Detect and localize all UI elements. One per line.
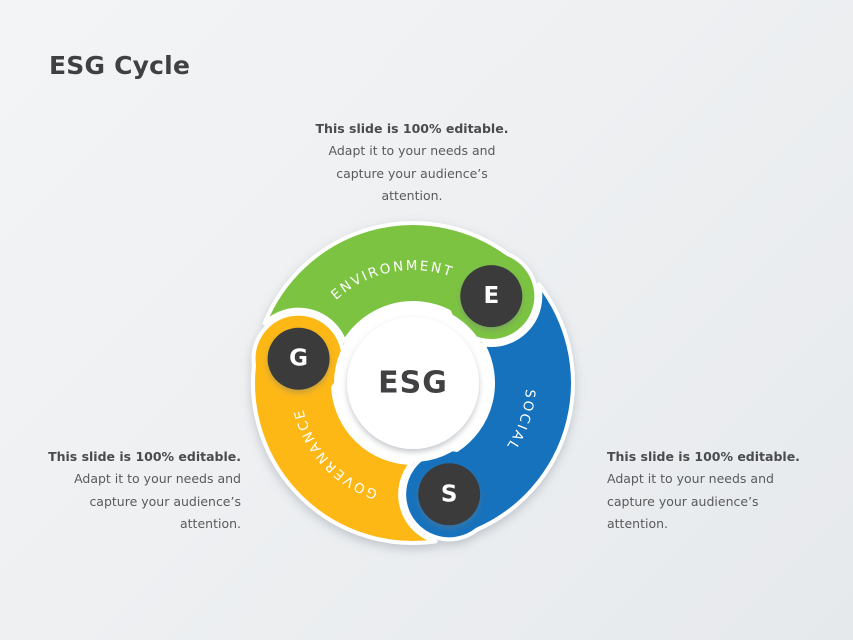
badge-governance: G	[267, 327, 330, 390]
note-line: This slide is 100% editable.	[315, 121, 509, 136]
note-line: attention.	[607, 516, 668, 532]
note-line: This slide is 100% editable.	[48, 449, 241, 464]
badge-g-letter: G	[289, 346, 308, 372]
note-line: Adapt it to your needs and	[74, 471, 241, 487]
badge-s-circle	[418, 463, 481, 526]
center-esg-label: ESG	[378, 366, 448, 401]
badge-environment: E	[460, 265, 523, 328]
badge-e-circle	[460, 265, 523, 328]
editable-note-right: This slide is 100% editable. Adapt it to…	[607, 446, 837, 536]
note-line: attention.	[180, 516, 241, 532]
note-line: This slide is 100% editable.	[607, 449, 800, 464]
note-line: Adapt it to your needs and	[328, 143, 496, 159]
note-line: attention.	[381, 188, 443, 204]
badge-s-letter: S	[441, 481, 458, 507]
note-line: Adapt it to your needs and	[607, 471, 774, 487]
editable-note-left: This slide is 100% editable. Adapt it to…	[11, 446, 241, 536]
note-line: capture your audience’s	[89, 493, 241, 509]
badge-g-circle	[267, 327, 330, 390]
badge-e-letter: E	[483, 283, 499, 309]
badge-social: S	[418, 463, 481, 526]
editable-note-top: This slide is 100% editable. Adapt it to…	[272, 118, 552, 208]
note-line: capture your audience’s	[607, 493, 759, 509]
note-line: capture your audience’s	[336, 165, 488, 181]
center-hub-circle	[347, 317, 479, 449]
slide-title: ESG Cycle	[49, 51, 191, 80]
esg-cycle-wheel: ESG ENVIRONMENT SOCIAL GOVERNANCE E S G	[238, 221, 588, 558]
